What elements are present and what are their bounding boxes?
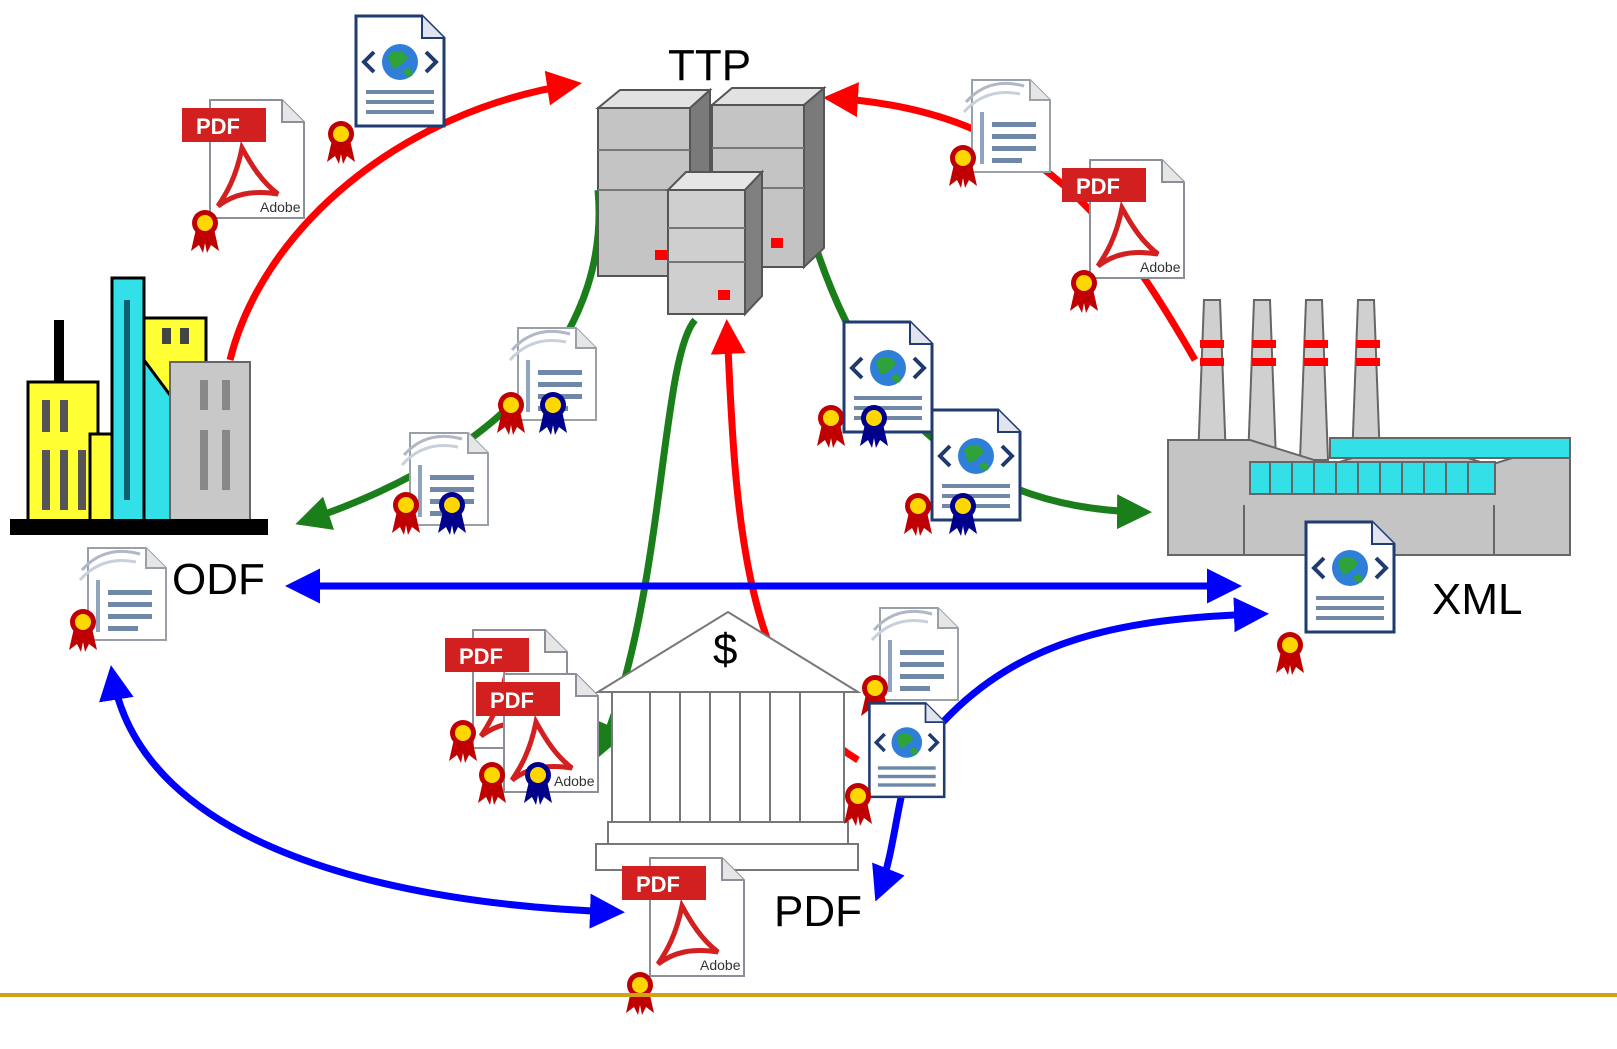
seal-icon [1276,632,1304,675]
seal-icon [949,145,977,188]
countersign-seal-icon [524,762,552,805]
ttp-server-icon [595,85,827,317]
adobe-caption-text: Adobe [554,773,595,789]
pdf-document-icon: PDF Adobe [622,858,744,976]
pdf-label: PDF [774,887,862,936]
countersign-seal-icon [949,493,977,536]
xml-document-icon [842,320,934,434]
pdf-badge-text: PDF [196,114,240,139]
xml-document-icon [354,14,446,128]
odf-document-icon [962,78,1052,174]
adobe-caption-text: Adobe [700,957,741,973]
odf-pdf-exchange-arrow [99,665,625,929]
bank-to-xml-arrow [940,597,1269,725]
odf-label: ODF [172,555,265,604]
seal-icon [191,210,219,253]
seal-icon [1070,270,1098,313]
adobe-caption-text: Adobe [260,199,301,215]
factory-icon [1167,299,1571,556]
seal-icon [69,609,97,652]
xml-label: XML [1432,575,1523,624]
countersign-seal-icon [860,405,888,448]
seal-icon [497,392,525,435]
xml-document-icon [1304,520,1396,634]
pdf-document-icon: PDF Adobe [182,100,304,218]
pdf-badge-text: PDF [459,644,503,669]
pdf-badge-text: PDF [1076,174,1120,199]
seal-icon [327,121,355,164]
seal-icon [904,493,932,536]
ttp-label: TTP [668,41,752,90]
seal-icon [449,720,477,763]
seal-icon [817,405,845,448]
countersign-seal-icon [539,392,567,435]
seal-icon [844,783,872,826]
bank-currency-symbol: $ [713,625,738,674]
xml-document-icon [930,408,1022,522]
pdf-badge-text: PDF [490,688,534,713]
xml-document-icon [867,701,946,799]
seal-icon [478,762,506,805]
odf-to-ttp-arrow [226,70,582,361]
seal-icon [392,492,420,535]
adobe-caption-text: Adobe [1140,259,1181,275]
pdf-document-icon: PDF Adobe [1062,160,1184,278]
bank-building-icon [594,610,862,871]
pdf-document-icon: PDF Adobe [476,674,598,792]
countersign-seal-icon [438,492,466,535]
pdf-badge-text: PDF [636,872,680,897]
city-buildings-icon [10,276,268,535]
